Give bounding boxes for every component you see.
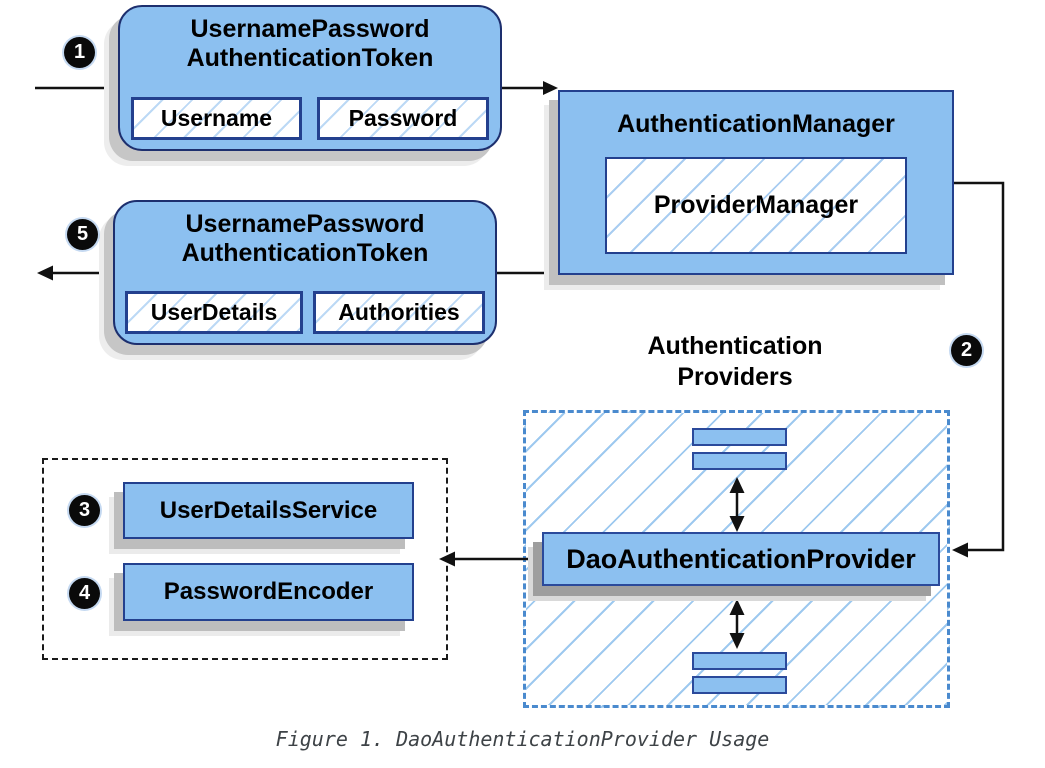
arrowhead-token-to-manager: [543, 81, 558, 95]
authentication-providers-title: Authentication Providers: [585, 331, 885, 393]
step-1-badge: 1: [64, 37, 95, 68]
step-4-badge: 4: [69, 578, 100, 609]
dao-authentication-provider-box: DaoAuthenticationProvider: [542, 532, 940, 586]
password-encoder-box: PasswordEncoder: [123, 563, 414, 621]
provider-stack-bar: [692, 676, 787, 694]
figure-caption: Figure 1. DaoAuthenticationProvider Usag…: [275, 727, 770, 751]
authentication-providers-title-line2: Providers: [677, 363, 793, 391]
provider-stack-bar: [692, 652, 787, 670]
result-token-box: UsernamePassword AuthenticationToken Use…: [113, 200, 497, 345]
user-details-service-box: UserDetailsService: [123, 482, 414, 539]
request-token-title-line2: AuthenticationToken: [186, 44, 434, 72]
result-token-title-line1: UsernamePassword: [185, 210, 425, 238]
provider-stack-bar: [692, 452, 787, 470]
authentication-providers-title-line1: Authentication: [647, 332, 823, 360]
step-3-badge: 3: [69, 495, 100, 526]
request-token-title: UsernamePassword AuthenticationToken: [187, 15, 434, 73]
result-token-fields: UserDetails Authorities: [125, 291, 485, 334]
authentication-manager-box: AuthenticationManager ProviderManager: [558, 90, 954, 275]
arrowhead-result-out: [37, 265, 53, 281]
arrowhead-manager-to-dao: [952, 542, 968, 558]
result-token-title-line2: AuthenticationToken: [181, 239, 429, 267]
step-2-badge: 2: [951, 335, 982, 366]
step-5-badge: 5: [67, 219, 98, 250]
userdetails-field: UserDetails: [125, 291, 303, 334]
authorities-field: Authorities: [313, 291, 485, 334]
provider-manager-box: ProviderManager: [605, 157, 907, 254]
provider-stack-bar: [692, 428, 787, 446]
result-token-title: UsernamePassword AuthenticationToken: [182, 210, 429, 268]
password-field: Password: [317, 97, 489, 140]
request-token-box: UsernamePassword AuthenticationToken Use…: [118, 5, 502, 151]
arrow-manager-to-dao: [954, 181, 1005, 552]
request-token-fields: Username Password: [131, 97, 489, 140]
username-field: Username: [131, 97, 302, 140]
authentication-manager-title: AuthenticationManager: [617, 110, 895, 138]
request-token-title-line1: UsernamePassword: [190, 15, 430, 43]
